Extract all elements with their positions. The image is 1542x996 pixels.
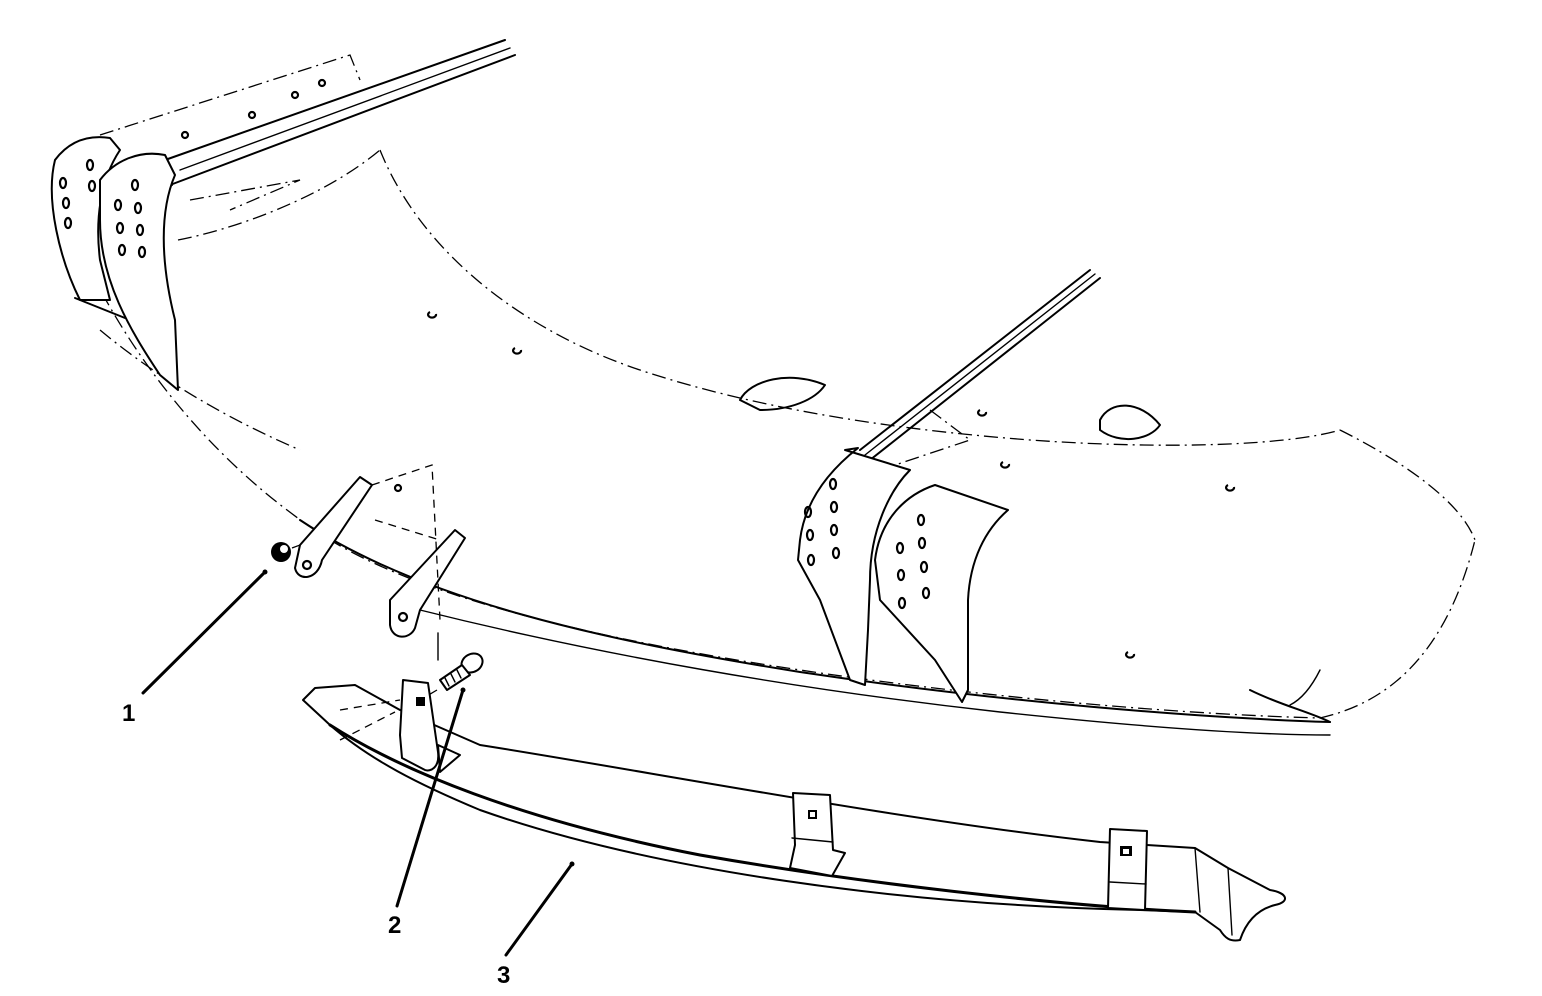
mower-deck xyxy=(89,149,1476,736)
leader-3 xyxy=(504,862,574,957)
leader-lines xyxy=(141,569,575,957)
callout-1: 1 xyxy=(122,700,136,727)
left-rail xyxy=(99,39,516,211)
left-deflector-fins xyxy=(50,136,179,391)
leader-1 xyxy=(141,570,267,695)
leader-2 xyxy=(395,688,465,908)
deck-mounting-brackets xyxy=(294,464,466,661)
right-deflector-fins xyxy=(797,447,1009,703)
carriage-bolt-part-2 xyxy=(411,652,484,706)
nut-part-1 xyxy=(271,542,301,562)
callout-2: 2 xyxy=(388,912,402,939)
right-rail xyxy=(859,269,1101,471)
vent-holes-left xyxy=(58,158,147,259)
callout-3: 3 xyxy=(497,962,511,989)
vent-holes-right xyxy=(803,477,931,610)
baffle-part-3 xyxy=(302,679,1286,942)
